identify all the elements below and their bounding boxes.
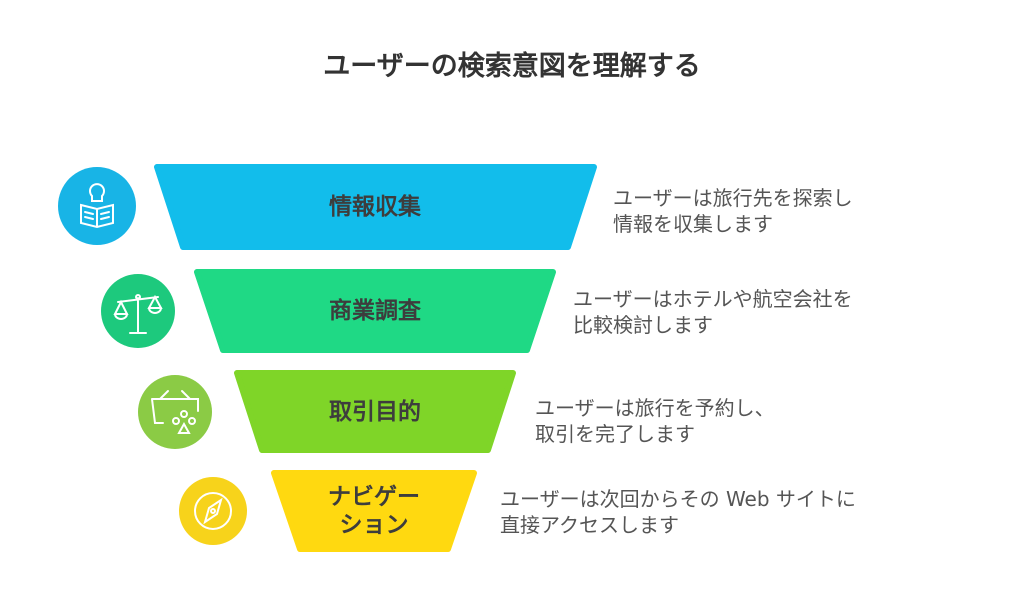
stage-desc-2: ユーザーはホテルや航空会社を 比較検討します	[573, 286, 853, 338]
stage-desc-1-line2: 情報を収集します	[613, 212, 773, 236]
funnel-stage-3	[234, 370, 516, 453]
stage-desc-4-line1: ユーザーは次回からその Web サイトに	[500, 487, 856, 511]
diagram-title: ユーザーの検索意図を理解する	[323, 51, 701, 82]
stage-label-1: 情報収集	[329, 194, 421, 220]
stage-label-3: 取引目的	[329, 399, 421, 425]
stage-desc-3: ユーザーは旅行を予約し、 取引を完了します	[535, 395, 775, 447]
funnel-stage-4	[271, 470, 477, 552]
stage-desc-3-line1: ユーザーは旅行を予約し、	[535, 396, 775, 420]
basket-icon	[138, 375, 212, 449]
funnel-stage-2	[194, 269, 556, 353]
stage-label-4a: ナビゲー	[328, 484, 420, 510]
stage-label-2: 商業調査	[329, 298, 421, 324]
stage-desc-4-line2: 直接アクセスします	[500, 513, 679, 537]
book-lightbulb-icon	[58, 167, 136, 245]
stage-desc-2-line2: 比較検討します	[573, 313, 713, 337]
stage-desc-1: ユーザーは旅行先を探索し 情報を収集します	[613, 185, 853, 237]
compass-icon	[179, 477, 247, 545]
funnel-stage-1	[154, 164, 597, 250]
stage-desc-2-line1: ユーザーはホテルや航空会社を	[573, 287, 853, 311]
stage-desc-3-line2: 取引を完了します	[535, 422, 695, 446]
stage-desc-1-line1: ユーザーは旅行先を探索し	[613, 186, 853, 210]
scales-icon	[101, 274, 175, 348]
stage-label-4b: ション	[339, 512, 409, 538]
stage-desc-4: ユーザーは次回からその Web サイトに 直接アクセスします	[500, 486, 856, 538]
